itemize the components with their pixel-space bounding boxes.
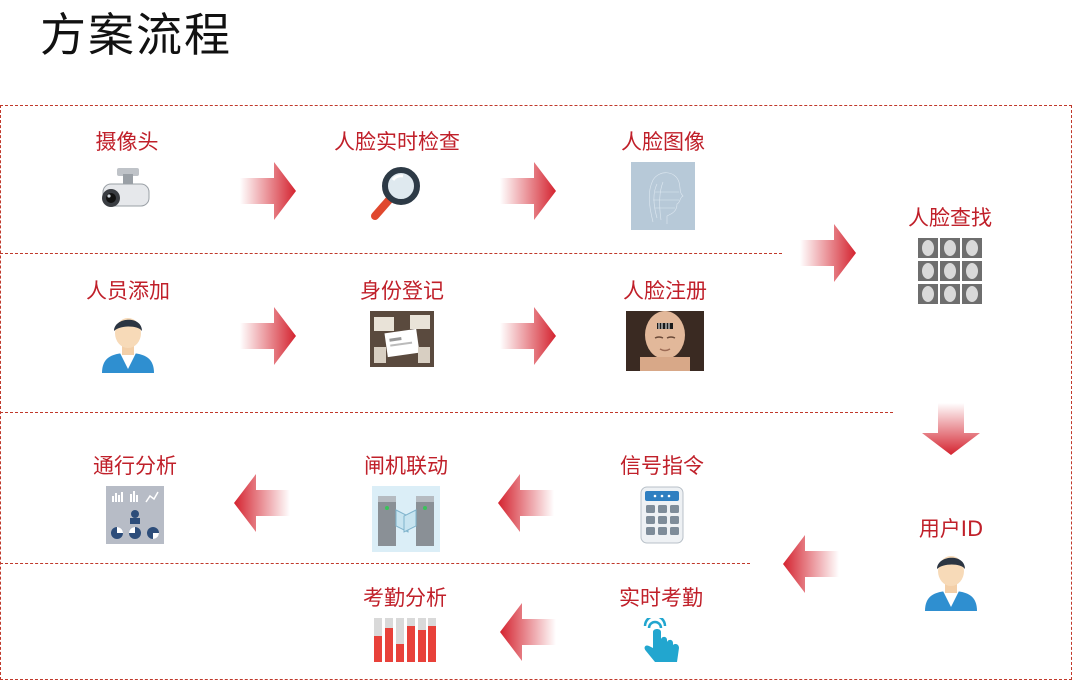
bar-chart-icon [374,618,436,662]
node-signal-cmd: 信号指令 [582,452,742,544]
node-pass-analysis-label: 通行分析 [93,454,177,478]
node-face-search: 人脸查找 [870,204,1030,304]
arrow-userid-to-signal [783,535,839,593]
node-gate-link: 闸机联动 [326,452,486,552]
node-camera-label: 摄像头 [95,130,159,154]
id-card-icon [370,311,434,367]
node-face-image-label: 人脸图像 [621,130,705,154]
face-grid-icon [918,238,982,304]
page-title: 方案流程 [40,8,232,62]
node-signal-cmd-label: 信号指令 [620,454,704,478]
node-attendance-analysis-label: 考勤分析 [363,586,447,610]
node-gate-link-label: 闸机联动 [364,454,448,478]
keypad-icon [640,486,684,544]
touch-icon [643,618,679,662]
arrow-camera-to-detect [240,162,296,220]
node-face-register-label: 人脸注册 [623,279,707,303]
node-attendance: 实时考勤 [581,584,741,666]
node-face-detect: 人脸实时检查 [317,128,477,222]
node-face-search-label: 人脸查找 [908,206,992,230]
divider-row3 [0,563,750,564]
arrow-id-to-face [500,307,556,365]
turnstile-icon [372,486,440,552]
node-person-add-label: 人员添加 [86,279,170,303]
flow-frame [0,105,1072,680]
divider-row2 [0,412,893,413]
node-id-register: 身份登记 [322,277,482,367]
node-user-id: 用户ID [871,515,1031,611]
node-attendance-label: 实时考勤 [619,586,703,610]
node-camera: 摄像头 [47,128,207,222]
node-face-image: 人脸图像 [583,128,743,230]
node-face-register: 人脸注册 [585,277,745,371]
person-icon [925,556,977,611]
camera-icon [102,168,150,207]
face-barcode-icon [626,311,704,371]
arrow-userid-to-attendance [500,603,556,661]
node-face-detect-label: 人脸实时检查 [334,130,460,154]
divider-row1 [0,253,782,254]
dashboard-icon [106,486,164,544]
arrow-detect-to-image [500,162,556,220]
node-id-register-label: 身份登记 [360,279,444,303]
node-pass-analysis: 通行分析 [55,452,215,544]
node-user-id-label: 用户ID [918,517,984,541]
person-icon [102,318,154,373]
arrow-person-to-id [240,307,296,365]
arrow-to-face-search [800,224,856,282]
arrow-signal-to-gate [498,474,554,532]
magnifier-icon [371,167,420,220]
arrow-search-to-userid [922,403,980,455]
face-scan-icon [631,162,695,230]
arrow-gate-to-pass [234,474,290,532]
node-attendance-analysis: 考勤分析 [325,584,485,662]
node-person-add: 人员添加 [48,277,208,373]
